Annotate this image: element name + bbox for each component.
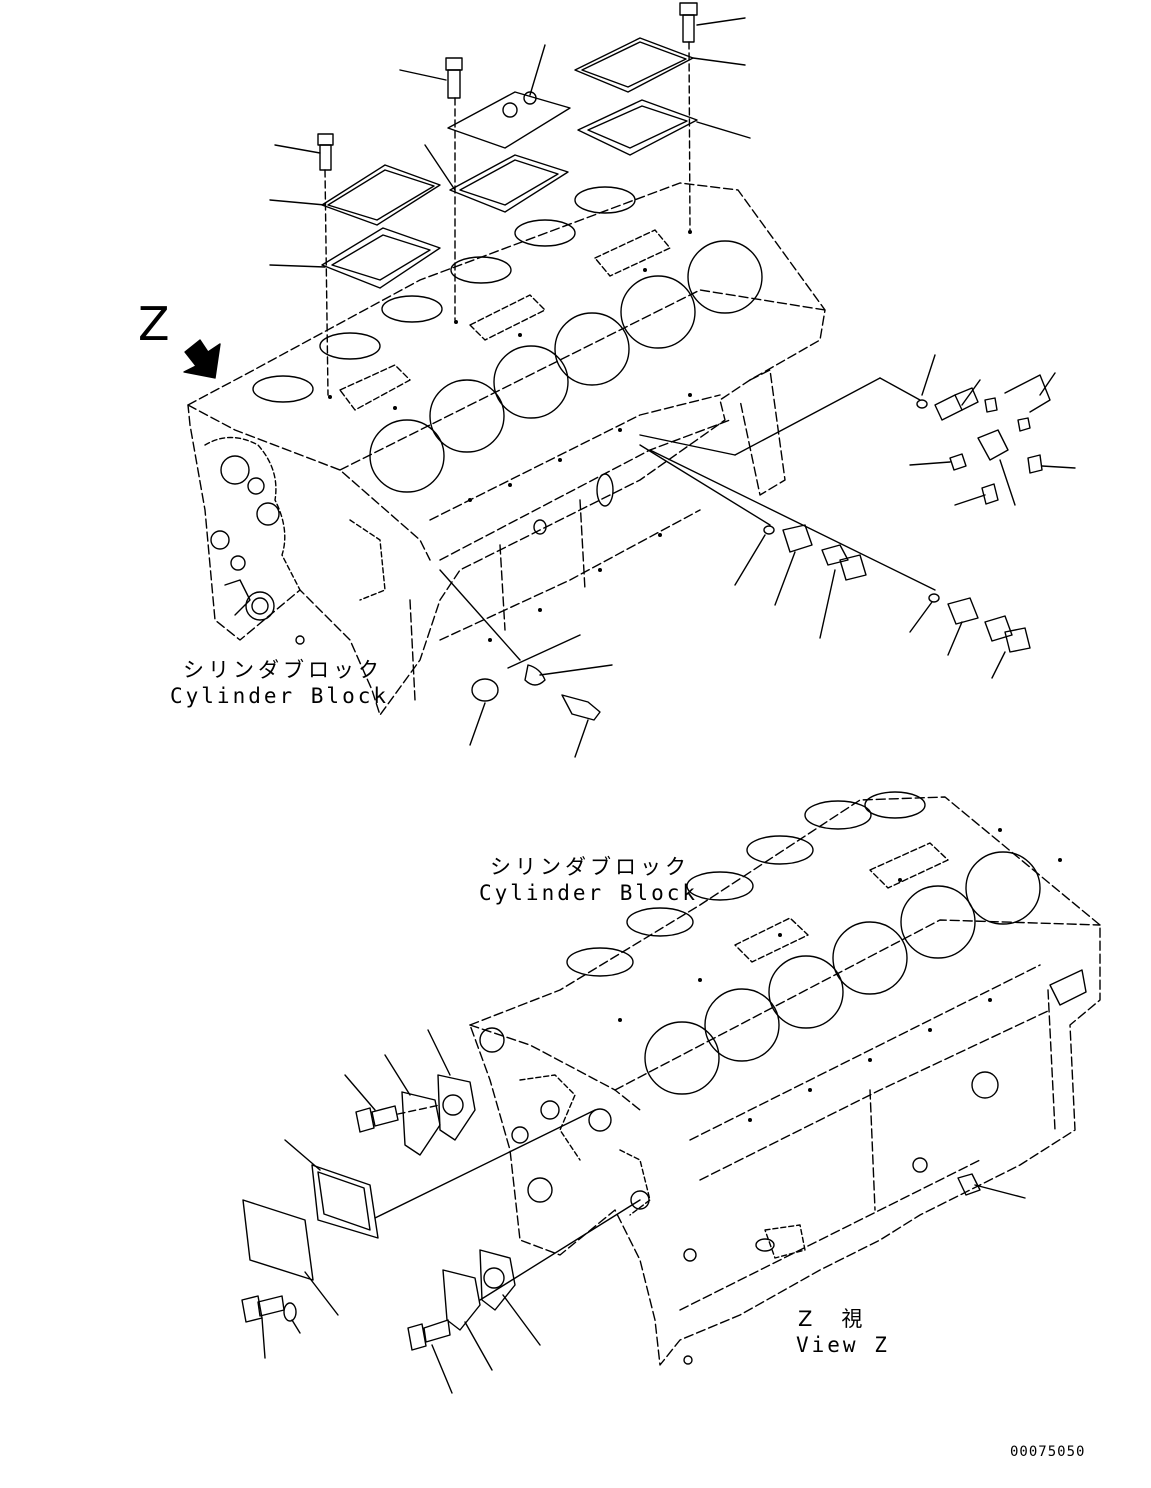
drawing-code: 00075050 [1010, 1444, 1086, 1460]
top-cylinder-block [188, 183, 825, 715]
bottom-gasket-rect [312, 1165, 378, 1238]
bottom-bolt-washer-left [242, 1296, 296, 1322]
bottom-block-label-ja: シリンダブロック [490, 855, 690, 879]
view-z-arrow [184, 340, 220, 378]
top-cover-right [575, 38, 693, 92]
top-block-bores-lower [370, 241, 762, 492]
top-leader-lines [270, 18, 750, 267]
top-bolt-right [680, 3, 697, 230]
top-gasket-right [578, 100, 697, 155]
view-z-caption-en: View Z [796, 1333, 890, 1357]
top-sensor-fittings [440, 355, 1075, 678]
top-gasket-mid [450, 155, 568, 212]
bottom-cover-round-lower [443, 1270, 480, 1330]
bottom-block-bores-upper [567, 792, 925, 976]
top-plug-and-bolt [470, 635, 612, 757]
top-gasket-left [322, 228, 440, 288]
bottom-cylinder-block [470, 792, 1100, 1365]
view-z-label: Z [138, 297, 170, 351]
bottom-block-bores-lower [645, 852, 1040, 1094]
top-cover-mid [448, 92, 570, 148]
view-z-caption-ja: Z 視 [798, 1307, 867, 1331]
top-block-front-face [205, 438, 385, 645]
bottom-block-front-face [480, 1028, 696, 1364]
bottom-bolt-lower [408, 1320, 450, 1350]
bottom-bolt-upper [356, 1105, 440, 1132]
bottom-cover-rect [243, 1200, 313, 1280]
bottom-right-plug [958, 1174, 980, 1195]
top-cover-left [322, 165, 440, 225]
bottom-gasket-round-upper [438, 1075, 475, 1140]
top-block-label-ja: シリンダブロック [183, 658, 383, 682]
top-block-label-en: Cylinder Block [170, 684, 390, 708]
top-bolt-mid [446, 58, 462, 320]
bottom-block-label-en: Cylinder Block [479, 881, 699, 905]
bottom-leader-lines [262, 1030, 1025, 1393]
top-block-bores-upper [253, 187, 635, 402]
bottom-gasket-round-lower [480, 1250, 515, 1310]
bottom-cover-round-upper [402, 1092, 440, 1155]
top-bolt-left [318, 134, 333, 395]
